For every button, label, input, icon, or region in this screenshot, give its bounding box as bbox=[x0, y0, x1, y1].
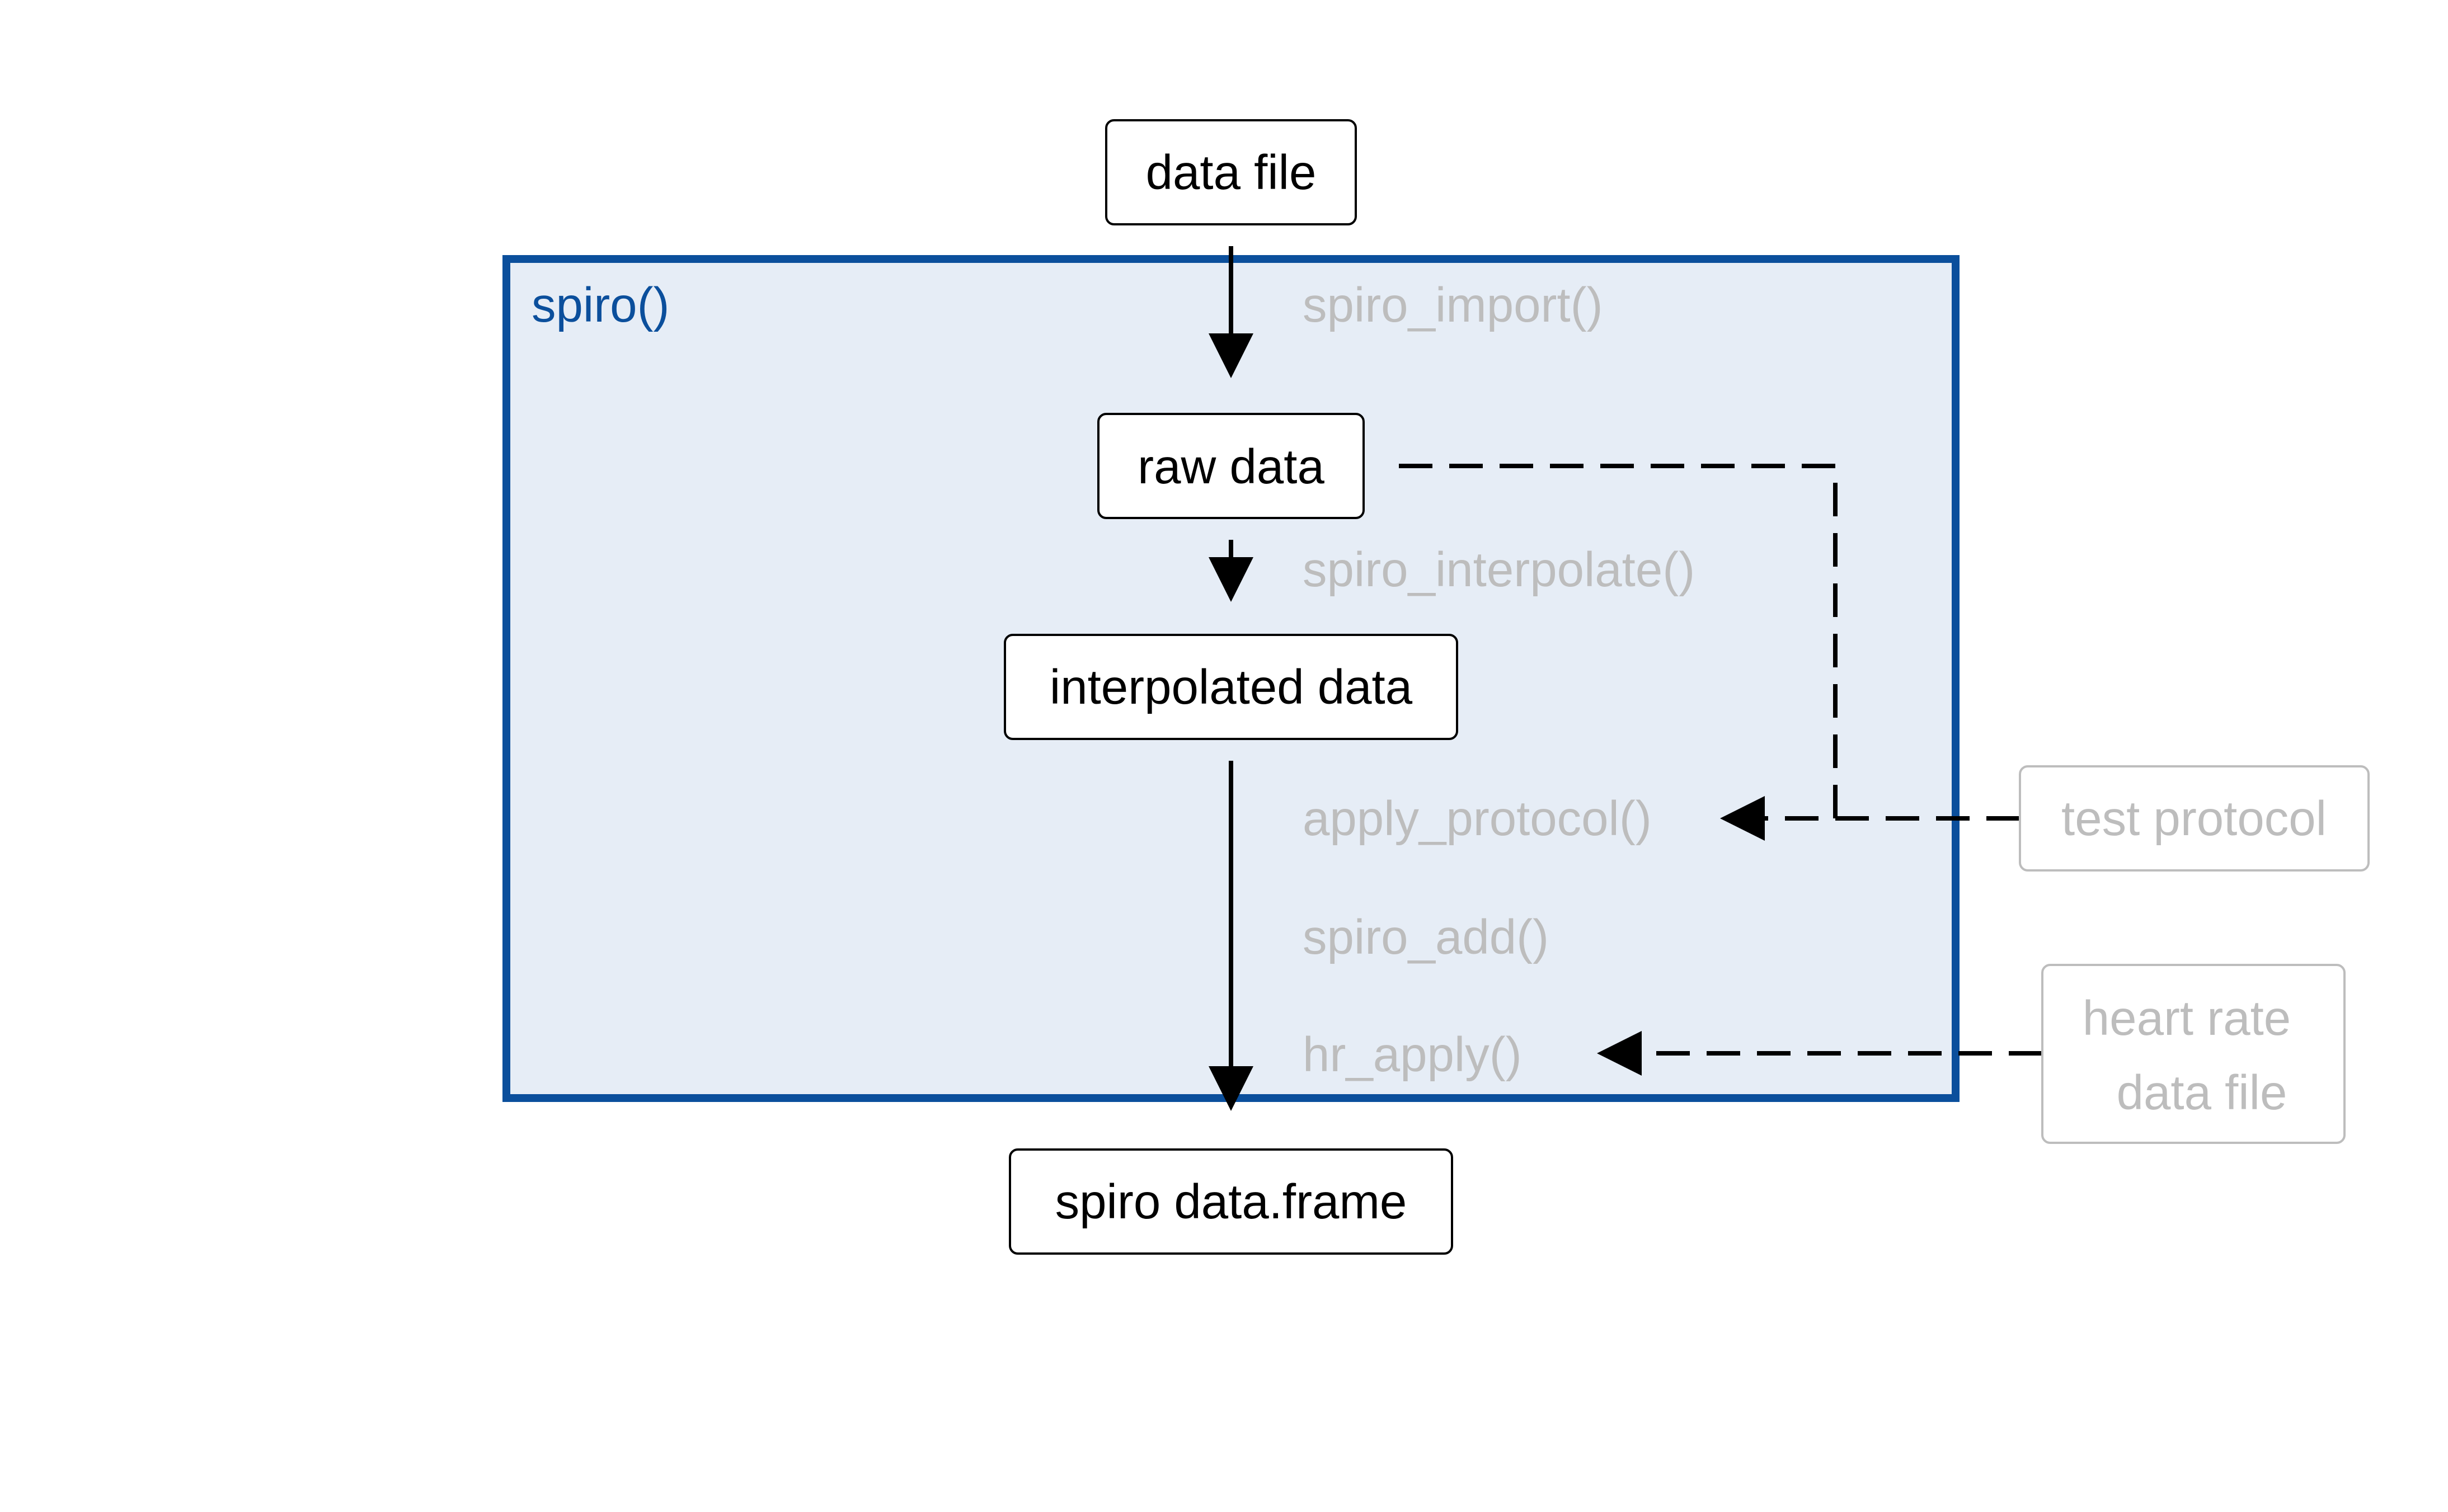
box-interpolated-data-label: interpolated data bbox=[1050, 660, 1413, 714]
dashed-raw-to-apply-protocol bbox=[1399, 464, 1838, 818]
box-raw-data: raw data bbox=[1097, 413, 1365, 519]
box-test-protocol-label: test protocol bbox=[2061, 792, 2327, 846]
box-test-protocol: test protocol bbox=[2019, 765, 2370, 872]
box-heart-rate-line1: heart rate bbox=[2083, 991, 2291, 1045]
box-data-file: data file bbox=[1105, 119, 1357, 225]
box-spiro-data-frame: spiro data.frame bbox=[1009, 1148, 1453, 1255]
box-spiro-data-frame-label: spiro data.frame bbox=[1055, 1175, 1407, 1229]
box-heart-rate-file: heart rate data file bbox=[2041, 964, 2346, 1144]
fn-hr-apply: hr_apply() bbox=[1303, 1028, 1522, 1082]
fn-spiro-interpolate: spiro_interpolate() bbox=[1303, 543, 1695, 597]
fn-spiro-import: spiro_import() bbox=[1303, 278, 1603, 332]
box-data-file-label: data file bbox=[1146, 145, 1317, 200]
container-label: spiro() bbox=[532, 278, 670, 332]
box-raw-data-label: raw data bbox=[1138, 440, 1324, 494]
box-heart-rate-line2: data file bbox=[2117, 1066, 2287, 1120]
fn-spiro-add: spiro_add() bbox=[1303, 910, 1549, 964]
box-interpolated-data: interpolated data bbox=[1004, 634, 1458, 740]
fn-apply-protocol: apply_protocol() bbox=[1303, 792, 1652, 846]
